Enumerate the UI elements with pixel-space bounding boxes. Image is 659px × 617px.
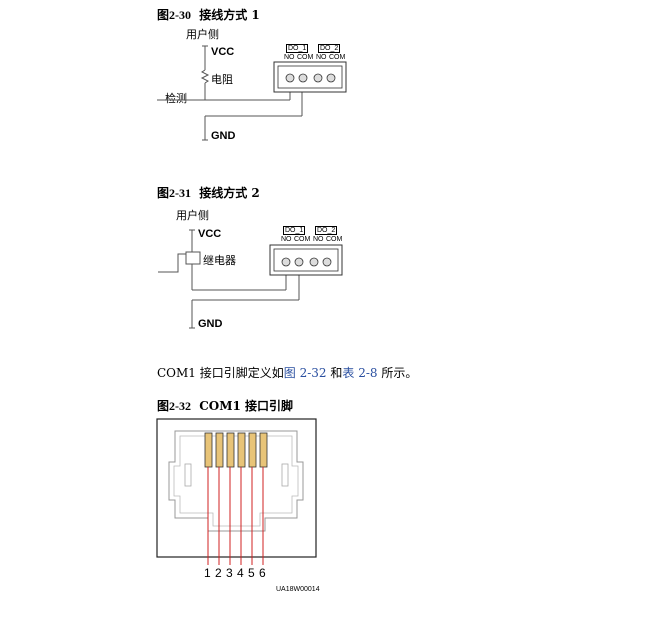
no-label-2: NO [313,236,324,243]
pin-number-1: 1 [204,566,211,580]
terminal-screws-1 [285,73,336,83]
paragraph-text-pre: COM1 接口引脚定义如 [157,366,284,380]
gnd-label: GND [211,130,236,142]
relay-label: 继电器 [203,254,236,267]
no-label-2: NO [316,54,327,61]
do1-label: DO_1 [283,226,306,235]
do2-label: DO_2 [318,44,341,53]
do1-label: DO_1 [286,44,309,53]
gnd-label: GND [198,318,223,330]
user-side-label: 用户侧 [186,28,219,41]
caption-title: COM1 接口引脚 [199,399,294,413]
paragraph-text-post: 所示。 [377,366,418,380]
pin-number-5: 5 [248,566,255,580]
caption-number: 图2-32 [157,399,191,413]
no-label-1: NO [281,236,292,243]
resistor-label: 电阻 [211,73,233,86]
figure-caption-2-31: 图2-31 接线方式 2 [157,184,260,201]
pin-number-4: 4 [237,566,244,580]
caption-title: 接线方式 2 [199,186,260,200]
figure-code: UA18W00014 [276,586,320,593]
pin-leader-lines [207,467,264,565]
do2-label: DO_2 [315,226,338,235]
com-label-1: COM [294,236,311,243]
pin-number-2: 2 [215,566,222,580]
com-label-1: COM [297,54,314,61]
link-table-2-8[interactable]: 表 2-8 [342,366,378,380]
vcc-label: VCC [211,46,235,58]
com-label-2: COM [326,236,343,243]
user-side-label: 用户侧 [176,209,209,222]
vcc-label: VCC [198,228,222,240]
figure-caption-2-32: 图2-32 COM1 接口引脚 [157,397,293,414]
pin-number-6: 6 [259,566,266,580]
com-label-2: COM [329,54,346,61]
caption-title: 接线方式 1 [199,8,260,22]
figure-caption-2-30: 图2-30 接线方式 1 [157,6,260,23]
caption-number: 图2-30 [157,8,191,22]
no-label-1: NO [284,54,295,61]
pin-number-3: 3 [226,566,233,580]
paragraph-text-mid: 和 [326,366,343,380]
detect-label: 检测 [165,92,187,105]
link-figure-2-32[interactable]: 图 2-32 [283,366,327,380]
paragraph-com1-definition: COM1 接口引脚定义如图 2-32 和表 2-8 所示。 [157,364,417,381]
caption-number: 图2-31 [157,186,191,200]
terminal-screws-2 [281,257,332,267]
